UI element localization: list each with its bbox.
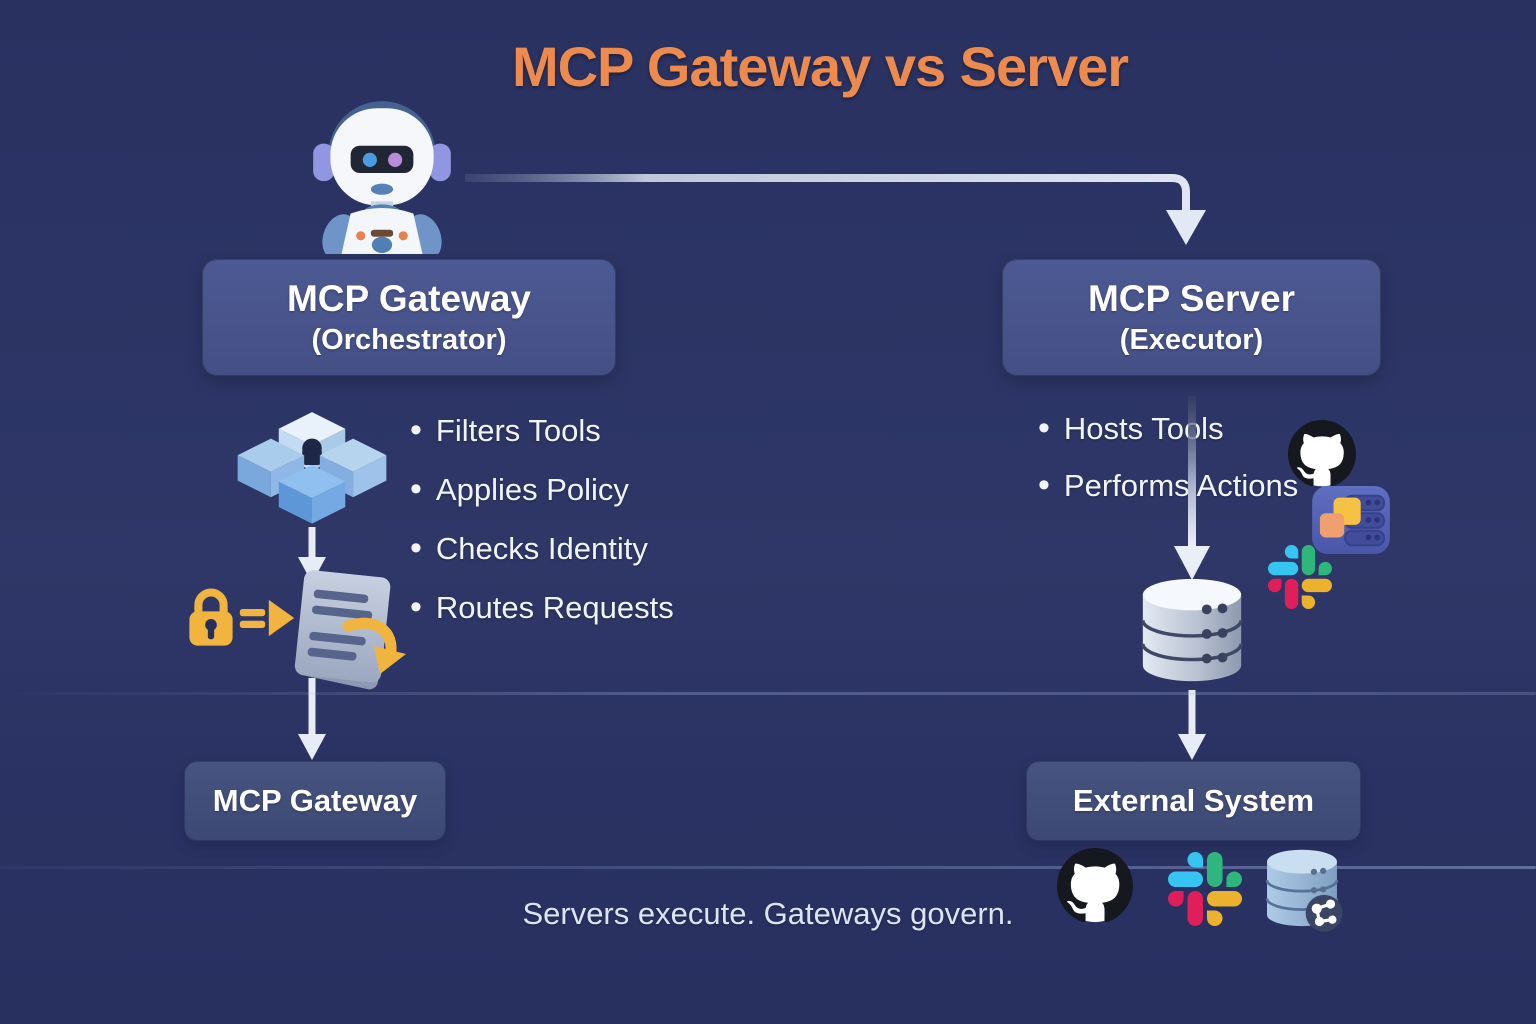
- slack-icon: [1268, 545, 1332, 609]
- external-system-box: External System: [1027, 762, 1360, 840]
- double-arrow-icon: [239, 599, 295, 637]
- page-title: MCP Gateway vs Server: [511, 35, 1129, 98]
- bullet-dot-icon: •: [410, 470, 422, 508]
- gateway-bullet-checks-identity: • Checks Identity: [410, 529, 648, 567]
- slack-icon: [1168, 852, 1242, 926]
- bullet-dot-icon: •: [1038, 409, 1050, 447]
- curved-arrow-icon: [342, 617, 406, 674]
- github-icon: [1057, 848, 1133, 923]
- divider-line: [0, 866, 1536, 869]
- github-icon: [1288, 420, 1356, 487]
- arrow-down-icon: [298, 678, 326, 760]
- robot-assistant-icon: [313, 101, 451, 254]
- bullet-dot-icon: •: [410, 411, 422, 449]
- bullet-dot-icon: •: [410, 529, 422, 567]
- database-cylinder-icon: [1141, 578, 1243, 682]
- arrow-down-icon: [298, 527, 326, 583]
- mcp-server-panel-subtitle: (Executor): [1119, 324, 1264, 356]
- bullet-dot-icon: •: [1038, 466, 1050, 504]
- lock-icon: [189, 588, 233, 646]
- gateway-bullet-filters-tools: • Filters Tools: [410, 411, 601, 449]
- server-bullet-list: • Hosts Tools • Performs Actions: [1038, 409, 1299, 504]
- modular-blocks-icon: [237, 412, 387, 524]
- mcp-server-panel-title: MCP Server: [1087, 278, 1296, 319]
- gateway-bullet-routes-requests: • Routes Requests: [410, 588, 674, 626]
- server-bullet-hosts-tools: • Hosts Tools: [1038, 409, 1224, 447]
- server-bullet-performs-actions: • Performs Actions: [1038, 466, 1299, 504]
- flow-arrow-robot-to-server: [465, 174, 1206, 245]
- arrow-down-icon: [1178, 690, 1206, 760]
- footer-tagline: Servers execute. Gateways govern.: [522, 896, 1014, 931]
- divider-line: [0, 692, 1536, 695]
- mcp-server-panel: MCP Server (Executor): [1003, 260, 1380, 375]
- gateway-bullet-list: • Filters Tools • Applies Policy • Check…: [410, 411, 674, 626]
- external-database-icon: [1265, 849, 1343, 932]
- bullet-dot-icon: •: [410, 588, 422, 626]
- mcp-gateway-panel: MCP Gateway (Orchestrator): [203, 260, 615, 375]
- mcp-gateway-panel-title: MCP Gateway: [286, 278, 532, 319]
- database-app-icon: [1312, 486, 1390, 554]
- arrow-down-icon: [1174, 396, 1210, 580]
- mcp-gateway-bottom-box: MCP Gateway: [185, 762, 445, 840]
- gateway-bullet-applies-policy: • Applies Policy: [410, 470, 629, 508]
- mcp-gateway-panel-subtitle: (Orchestrator): [311, 324, 507, 356]
